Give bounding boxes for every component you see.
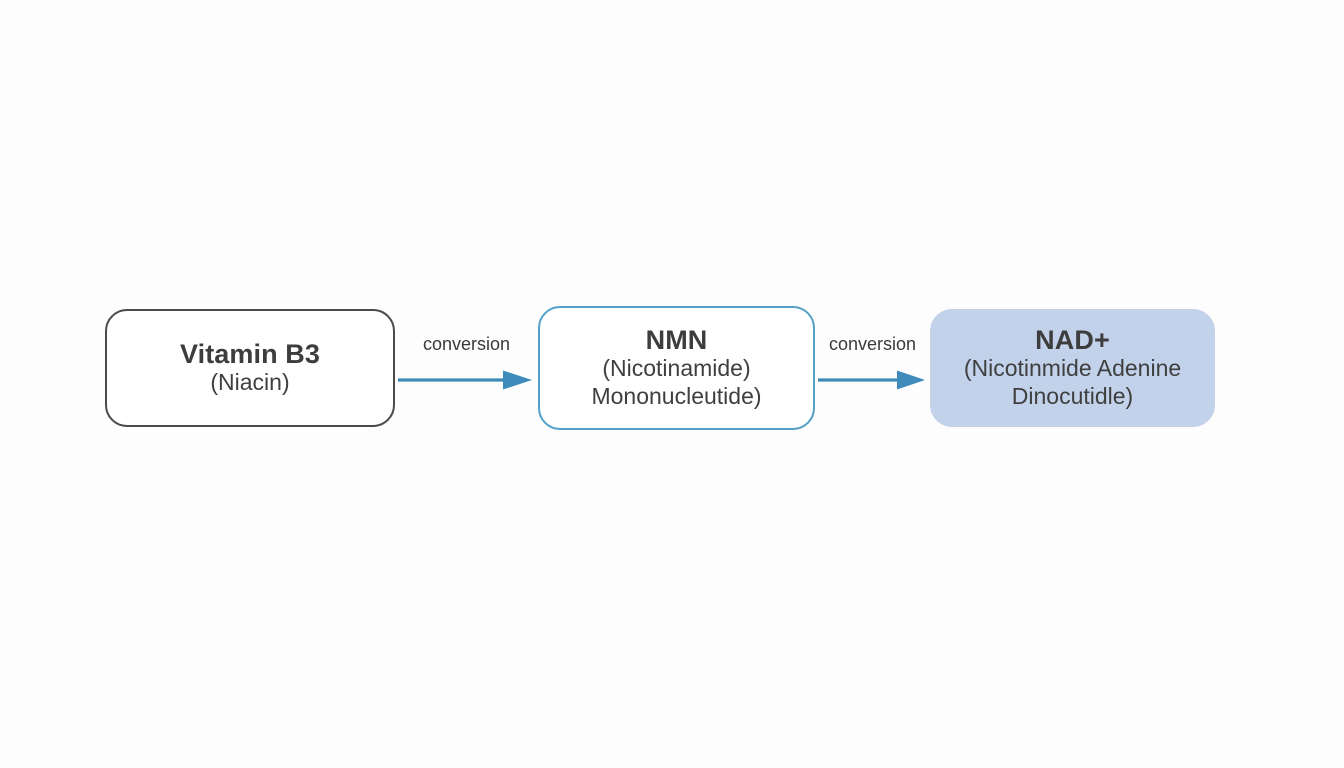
node-nad-plus-title: NAD+ <box>1035 325 1110 356</box>
conversion-flow-row: Vitamin B3 (Niacin) conversion NMN (Nico… <box>0 295 1344 440</box>
node-vitamin-b3[interactable]: Vitamin B3 (Niacin) <box>105 308 395 427</box>
node-vitamin-b3-title: Vitamin B3 <box>179 338 321 369</box>
node-nmn-title: NMN <box>645 325 708 356</box>
arrow-right-icon <box>818 370 925 389</box>
connector-nmn-to-nad: conversion <box>815 306 930 430</box>
connector-vitamin-b3-to-nmn: conversion <box>395 306 538 430</box>
arrow-right-icon <box>398 370 532 389</box>
connector-2-label: conversion <box>828 333 917 354</box>
node-nad-plus-subtitle-line-1: (Nicotinmide Adenine <box>963 355 1182 382</box>
node-nad-plus[interactable]: NAD+ (Nicotinmide Adenine Dinocutidle) <box>930 308 1215 427</box>
node-nad-plus-subtitle-line-2: Dinocutidle) <box>1011 382 1134 409</box>
connector-1-label: conversion <box>422 333 511 354</box>
node-nmn-subtitle-line-2: Mononucleutide) <box>591 382 762 409</box>
node-nmn[interactable]: NMN (Nicotinamide) Mononucleutide) <box>538 305 815 430</box>
node-vitamin-b3-subtitle-line-1: (Niacin) <box>210 369 290 396</box>
node-nmn-subtitle-line-1: (Nicotinamide) <box>602 355 751 382</box>
